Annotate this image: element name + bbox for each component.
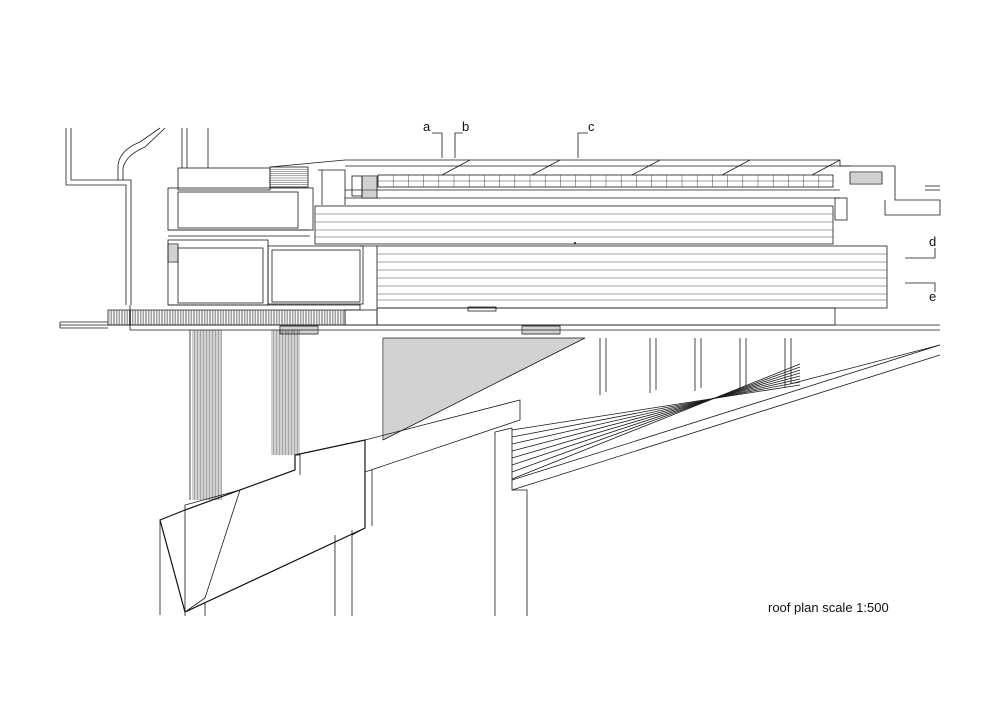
section-marker-a: a [423, 119, 443, 158]
section-label-b: b [462, 119, 469, 134]
hatch-line [511, 372, 801, 459]
hatch-line [721, 159, 751, 176]
section-label-a: a [423, 119, 431, 134]
section-label-c: c [588, 119, 595, 134]
vertical-hatch-columns [192, 330, 584, 500]
hatch-line [511, 375, 801, 452]
section-label-e: e [929, 289, 936, 304]
hatch-line [811, 159, 841, 176]
section-marker-d: d [905, 234, 936, 259]
section-label-d: d [929, 234, 936, 249]
stepped-terraces [511, 338, 941, 491]
hatch-line [511, 378, 801, 445]
walkway-strip [60, 309, 940, 331]
long-roof-band-top [314, 205, 834, 245]
section-marker-c: c [577, 119, 595, 158]
hatch-line [441, 159, 471, 176]
section-marker-b: b [454, 119, 469, 158]
upper-roof-strip [269, 159, 941, 221]
long-roof-band-main [376, 245, 888, 312]
section-marker-e: e [905, 282, 936, 304]
left-building-outline [59, 127, 364, 330]
hatch-line [631, 159, 661, 176]
lower-ramp-structure [159, 330, 586, 616]
hatch-line [511, 369, 801, 466]
hatch-line [511, 384, 801, 431]
drawing-caption: roof plan scale 1:500 [768, 600, 889, 615]
hatch-line [511, 381, 801, 438]
hatch-line [531, 159, 561, 176]
lower-slab [344, 245, 836, 326]
hatch-line [511, 363, 801, 480]
hatch-line [511, 366, 801, 473]
